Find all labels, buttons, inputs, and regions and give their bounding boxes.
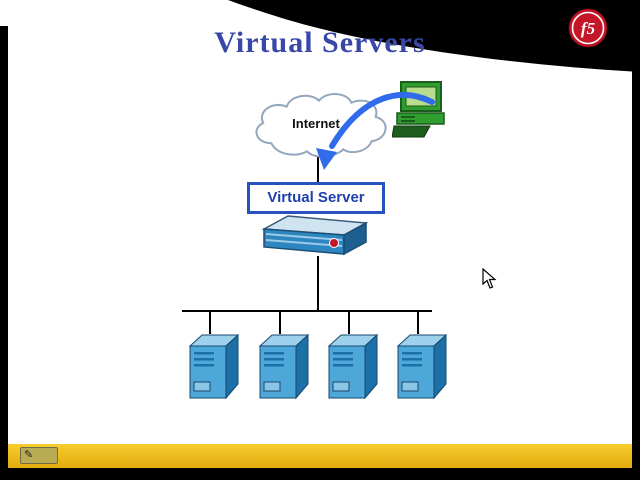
slide-title: Virtual Servers bbox=[214, 26, 426, 59]
internet-label: Internet bbox=[292, 116, 340, 131]
mouse-cursor-icon bbox=[482, 268, 497, 289]
header-swoosh bbox=[228, 0, 640, 72]
virtual-server-label: Virtual Server bbox=[267, 189, 365, 206]
server-tower bbox=[396, 333, 448, 400]
connector-line bbox=[182, 310, 432, 312]
connector-line bbox=[209, 310, 211, 334]
connector-line bbox=[317, 256, 319, 311]
f5-logo-icon: f5 bbox=[568, 8, 608, 48]
pencil-icon: ✎ bbox=[24, 449, 34, 461]
connector-line bbox=[279, 310, 281, 334]
annotation-tool-button[interactable]: ✎ bbox=[20, 447, 58, 464]
bigip-appliance-icon bbox=[261, 215, 369, 256]
virtual-server-box: Virtual Server bbox=[247, 182, 385, 214]
bottom-bar: ✎ bbox=[8, 444, 632, 468]
connector-line bbox=[348, 310, 350, 334]
server-tower bbox=[258, 333, 310, 400]
connector-line bbox=[417, 310, 419, 334]
server-tower bbox=[188, 333, 240, 400]
connector-line bbox=[317, 150, 319, 184]
slide-top-left-band bbox=[0, 0, 236, 26]
server-tower bbox=[327, 333, 379, 400]
connection-arrow-icon bbox=[316, 92, 435, 170]
f5-logo-text: f5 bbox=[581, 19, 596, 38]
